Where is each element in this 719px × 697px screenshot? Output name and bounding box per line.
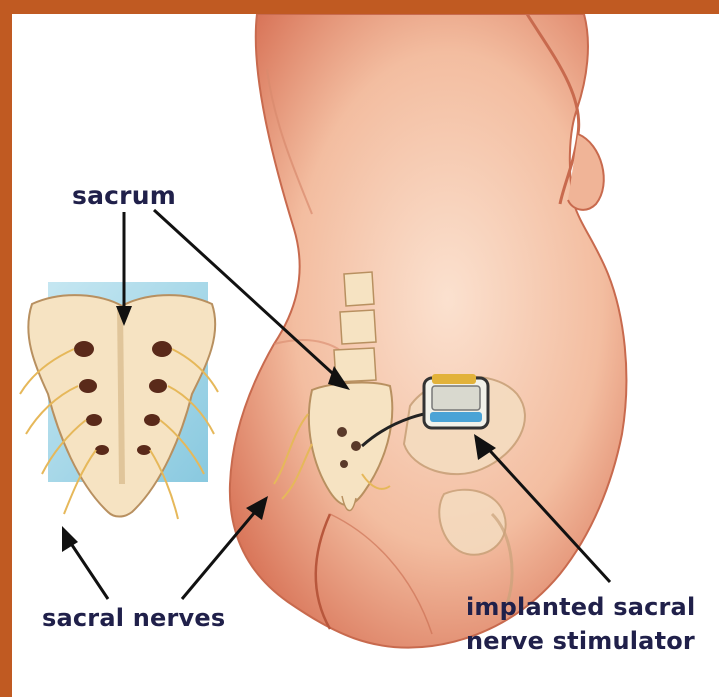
sacral-nerves-label: sacral nerves [42, 604, 225, 632]
sacrum-inset [20, 282, 218, 519]
sacrum-label: sacrum [72, 181, 176, 210]
stimulator-label-line2: nerve stimulator [466, 624, 695, 658]
stimulator-label-line1: implanted sacral [466, 590, 695, 624]
body-silhouette [230, 14, 627, 648]
illustration-frame: sacrum sacral nerves implanted sacral ne… [12, 14, 719, 697]
stimulator-label: implanted sacral nerve stimulator [466, 590, 695, 658]
